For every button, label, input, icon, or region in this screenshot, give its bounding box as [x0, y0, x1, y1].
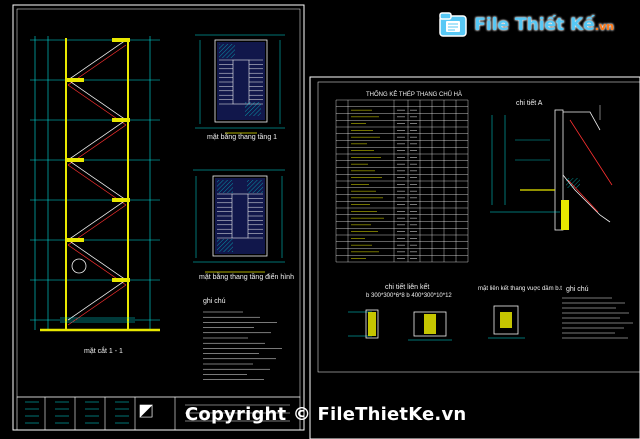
- detail-connection-2: [408, 311, 452, 341]
- brand-name: File Thiết Kế.vn: [474, 15, 614, 35]
- section-1-1-title: mặt cắt 1 - 1: [84, 348, 123, 355]
- rebar-table-title: THỐNG KÊ THÉP THANG CHỦ HÀ: [366, 92, 463, 98]
- brand-logo: File Thiết Kế.vn: [438, 10, 614, 40]
- plan-floor-typical: [193, 169, 285, 273]
- copyright-watermark: Copyright © FileThietKe.vn: [185, 404, 467, 425]
- plan-floor-1: [195, 34, 285, 134]
- right-sheet-inner-frame: [317, 81, 640, 373]
- notes-left-lines: [203, 311, 282, 380]
- detail-a: [490, 105, 613, 231]
- right-sheet: [309, 76, 640, 439]
- section-1-1: [30, 36, 160, 332]
- right-sheet-frame: [309, 76, 640, 439]
- notes-right-lines: [562, 297, 633, 339]
- detail-a-title: chi tiết A: [516, 100, 543, 107]
- detail-connection-1: [348, 309, 379, 339]
- rebar-table: [335, 99, 469, 263]
- plan-floor-1-title: mặt bằng thang tầng 1: [207, 134, 278, 141]
- folder-icon: [439, 12, 468, 37]
- title-block: [16, 396, 301, 431]
- detail-c-title: mặt liên kết thang vuợc dầm b.t: [478, 286, 562, 292]
- detail-b-subtitle: b 300*300*6*8 b 400*300*10*12: [366, 293, 452, 299]
- notes-left-title: ghi chú: [203, 298, 226, 305]
- detail-b-title: chi tiết liên kết: [385, 284, 430, 291]
- left-sheet: [12, 4, 305, 431]
- plan-floor-typical-title: mặt bằng thang tầng điển hình: [199, 274, 294, 281]
- notes-right-title: ghi chú: [566, 286, 589, 293]
- detail-connection-3: [488, 305, 525, 339]
